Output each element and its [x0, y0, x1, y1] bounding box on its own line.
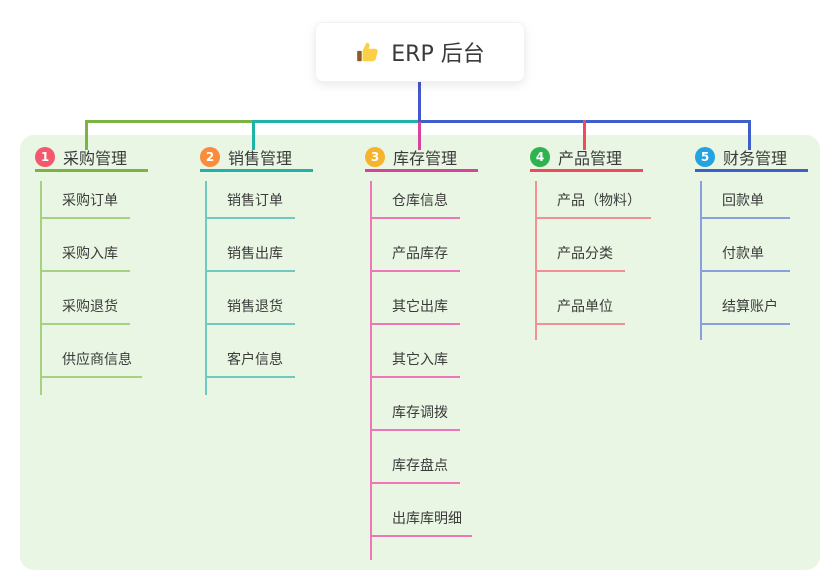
node-payment-bill[interactable]: 付款单: [700, 219, 790, 272]
node-product-material[interactable]: 产品（物料）: [535, 172, 651, 219]
branch2-number-badge: 2: [200, 146, 220, 167]
branch5-label: 财务管理: [723, 148, 788, 168]
branch3-header[interactable]: 3 库存管理: [365, 146, 478, 172]
node-settlement-account[interactable]: 结算账户: [700, 272, 790, 325]
branch5-child-connector: [700, 181, 702, 340]
root-node-erp[interactable]: ERP 后台: [315, 22, 525, 82]
branch3-child-connector: [370, 181, 372, 560]
node-outbound-detail[interactable]: 出库库明细: [370, 484, 472, 537]
branch3-children: 仓库信息 产品库存 其它出库 其它入库 库存调拨 库存盘点 出库库明细: [365, 172, 525, 537]
node-stock-count[interactable]: 库存盘点: [370, 431, 460, 484]
branch2-label: 销售管理: [228, 148, 293, 168]
branch5-number-badge: 5: [695, 146, 715, 167]
branch1-number-badge: 1: [35, 146, 55, 167]
branch2-drop-line: [252, 120, 255, 150]
branch-purchase: 1 采购管理 采购订单 采购入库 采购退货 供应商信息: [35, 146, 195, 395]
branch1-children: 采购订单 采购入库 采购退货 供应商信息: [35, 172, 195, 378]
branch4-header[interactable]: 4 产品管理: [530, 146, 643, 172]
branch-sales: 2 销售管理 销售订单 销售出库 销售退货 客户信息: [200, 146, 360, 395]
node-sales-return[interactable]: 销售退货: [205, 272, 295, 325]
branch5-header[interactable]: 5 财务管理: [695, 146, 808, 172]
branch1-horizontal-line: [85, 120, 254, 123]
branch3-label: 库存管理: [393, 148, 458, 168]
node-purchase-return[interactable]: 采购退货: [40, 272, 130, 325]
node-product-stock[interactable]: 产品库存: [370, 219, 460, 272]
branch5-children: 回款单 付款单 结算账户: [695, 172, 839, 325]
node-stock-transfer[interactable]: 库存调拨: [370, 378, 460, 431]
node-warehouse-info[interactable]: 仓库信息: [370, 172, 460, 219]
branch1-drop-line: [85, 120, 88, 150]
mindmap-panel: [20, 135, 820, 570]
node-sales-order[interactable]: 销售订单: [205, 172, 295, 219]
node-product-unit[interactable]: 产品单位: [535, 272, 625, 325]
branch-inventory: 3 库存管理 仓库信息 产品库存 其它出库 其它入库 库存调拨 库存盘点 出库库…: [365, 146, 525, 560]
thumbs-up-icon: [355, 39, 381, 65]
node-purchase-inbound[interactable]: 采购入库: [40, 219, 130, 272]
branch3-drop-line: [418, 122, 421, 150]
branch2-horizontal-line: [252, 120, 420, 123]
node-supplier-info[interactable]: 供应商信息: [40, 325, 142, 378]
branch5-drop-line: [748, 120, 751, 150]
branch-product: 4 产品管理 产品（物料） 产品分类 产品单位: [530, 146, 690, 340]
node-product-category[interactable]: 产品分类: [535, 219, 625, 272]
branch2-child-connector: [205, 181, 207, 395]
node-purchase-order[interactable]: 采购订单: [40, 172, 130, 219]
node-other-outbound[interactable]: 其它出库: [370, 272, 460, 325]
branch4-number-badge: 4: [530, 146, 550, 167]
root-connector-line: [418, 82, 421, 122]
branch4-children: 产品（物料） 产品分类 产品单位: [530, 172, 690, 325]
branch1-child-connector: [40, 181, 42, 395]
root-node-title: ERP 后台: [391, 42, 485, 67]
node-customer-info[interactable]: 客户信息: [205, 325, 295, 378]
branch4-drop-line: [583, 120, 586, 150]
branch4-label: 产品管理: [558, 148, 623, 168]
node-other-inbound[interactable]: 其它入库: [370, 325, 460, 378]
branch3-number-badge: 3: [365, 146, 385, 167]
branch2-children: 销售订单 销售出库 销售退货 客户信息: [200, 172, 360, 378]
branch1-label: 采购管理: [63, 148, 128, 168]
branch2-header[interactable]: 2 销售管理: [200, 146, 313, 172]
branch-finance: 5 财务管理 回款单 付款单 结算账户: [695, 146, 839, 340]
node-sales-outbound[interactable]: 销售出库: [205, 219, 295, 272]
branch4-child-connector: [535, 181, 537, 340]
branch1-header[interactable]: 1 采购管理: [35, 146, 148, 172]
node-receipt-bill[interactable]: 回款单: [700, 172, 790, 219]
